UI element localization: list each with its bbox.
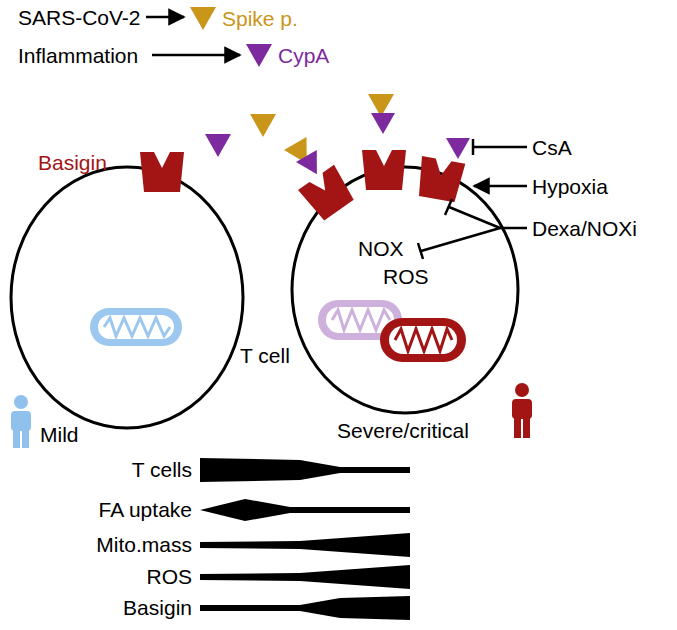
cell-text: NOX (358, 238, 404, 259)
mitochondrion (90, 308, 182, 346)
label-text: Basigin (38, 152, 107, 173)
label-text: CypA (278, 45, 329, 66)
cell-outline (9, 165, 245, 430)
label-text: Basigin (123, 597, 192, 618)
arrow (474, 185, 527, 188)
arrow (152, 54, 240, 57)
cypa-triangle (246, 44, 272, 67)
cypa-triangle (371, 113, 395, 134)
inhibition-bar (472, 139, 475, 155)
label-text: Mild (40, 424, 79, 445)
cypa-triangle (205, 134, 231, 157)
label-text: Inflammation (18, 45, 138, 66)
spike-triangle (190, 7, 216, 30)
label-text: T cells (132, 459, 192, 480)
label-text: Spike p. (222, 8, 298, 29)
cell-text: ROS (383, 266, 429, 287)
label-text: Severe/critical (337, 420, 469, 441)
label-text: Hypoxia (532, 176, 608, 197)
inhibition-line (473, 146, 527, 149)
arrow (146, 16, 184, 19)
inhibition-bracket (418, 199, 527, 259)
cypa-triangle (446, 138, 470, 159)
spike-triangle (250, 114, 276, 137)
cell-text: T cell (240, 345, 290, 366)
label-text: CsA (532, 137, 572, 158)
mitochondrion (380, 318, 466, 362)
label-text: SARS-CoV-2 (18, 7, 141, 28)
cell-circle: T cell (9, 165, 245, 430)
label-text: ROS (146, 566, 192, 587)
person-icon (512, 383, 532, 438)
label-text: FA uptake (99, 499, 192, 520)
person-icon (11, 395, 31, 448)
basigin-receptor (140, 150, 465, 223)
cypa-triangle (296, 150, 327, 180)
trend-shape (200, 458, 410, 620)
label-text: Dexa/NOXi (532, 218, 637, 239)
label-text: Mito.mass (96, 534, 192, 555)
